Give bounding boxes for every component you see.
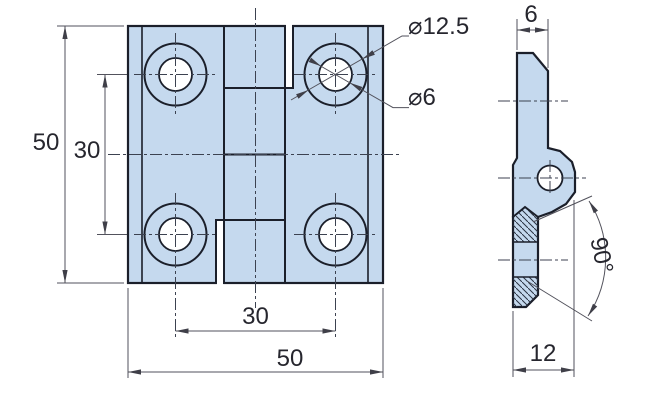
label-hole-diameter: ⌀6: [408, 84, 436, 111]
front-view: [108, 8, 400, 337]
dim-opening-angle: 90°: [584, 235, 618, 276]
side-extension-lines: [512, 19, 575, 377]
leader-counterbore: [290, 35, 409, 101]
side-view-centerlines: [498, 100, 586, 261]
section-hatch-lower: [513, 277, 538, 307]
leader-hole: [310, 60, 409, 109]
dim-hole-spacing-horizontal: 30: [242, 303, 269, 330]
angle-arc: [587, 200, 607, 317]
label-counterbore-diameter: ⌀12.5: [408, 13, 469, 40]
extension-lines: [57, 25, 384, 378]
section-hatch-upper: [513, 208, 538, 242]
dim-hole-spacing-vertical: 30: [74, 137, 101, 164]
knuckle-slot-bottom: [216, 220, 224, 286]
dim-overall-height: 50: [33, 129, 60, 156]
angle-reference-lines: [526, 195, 593, 322]
counterbore-section-edges: [512, 241, 539, 278]
hole-centerlines: [134, 33, 377, 337]
side-view: [498, 51, 586, 309]
dim-overall-width: 50: [277, 345, 304, 372]
front-view-dimensions: 50 30 30 50 ⌀12.5 ⌀6: [33, 13, 469, 378]
dim-leaf-width: 12: [530, 340, 557, 367]
knuckle-section-boundary: [511, 205, 540, 219]
dim-leaf-thickness: 6: [524, 1, 537, 28]
knuckle-slot-top: [285, 24, 293, 88]
